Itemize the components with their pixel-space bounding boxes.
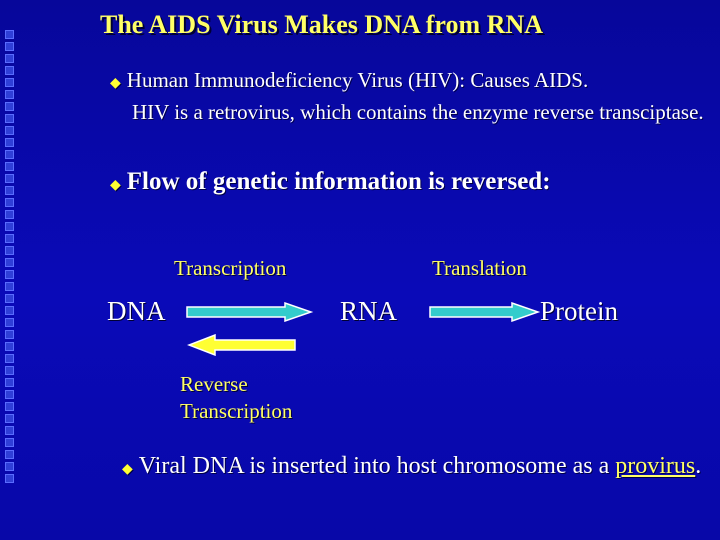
diamond-icon: ◆ bbox=[122, 462, 133, 477]
translation-label: Translation bbox=[432, 256, 527, 280]
left-square-strip bbox=[5, 30, 19, 486]
diamond-icon: ◆ bbox=[110, 76, 121, 91]
transcription-arrow bbox=[186, 302, 314, 322]
bullet-hiv: ◆ Human Immunodeficiency Virus (HIV): Cau… bbox=[110, 66, 710, 126]
bullet-provirus: ◆ Viral DNA is inserted into host chromos… bbox=[122, 450, 712, 486]
rna-label: RNA bbox=[340, 296, 398, 326]
bullet-provirus-end: . bbox=[695, 453, 702, 479]
slide-title: The AIDS Virus Makes DNA from RNA bbox=[100, 10, 543, 39]
bullet-provirus-text: Viral DNA is inserted into host chromoso… bbox=[138, 453, 616, 479]
transcription-label: Transcription bbox=[174, 256, 287, 280]
reverse-label-line1: Reverse bbox=[180, 372, 248, 396]
diamond-icon: ◆ bbox=[110, 178, 121, 193]
bullet-flow: ◆ Flow of genetic information is reversed… bbox=[110, 168, 551, 196]
provirus-link[interactable]: provirus bbox=[615, 453, 696, 479]
protein-label: Protein bbox=[540, 296, 618, 326]
bullet-hiv-line2: HIV is a retrovirus, which contains the … bbox=[132, 100, 704, 124]
reverse-transcription-arrow bbox=[187, 334, 296, 356]
reverse-transcription-label: Reverse Transcription bbox=[180, 371, 292, 425]
bullet-flow-text: Flow of genetic information is reversed: bbox=[126, 168, 551, 195]
dna-label: DNA bbox=[107, 296, 166, 326]
reverse-label-line2: Transcription bbox=[180, 399, 293, 423]
bullet-hiv-line1: Human Immunodeficiency Virus (HIV): Caus… bbox=[126, 68, 589, 92]
translation-arrow bbox=[429, 302, 541, 322]
